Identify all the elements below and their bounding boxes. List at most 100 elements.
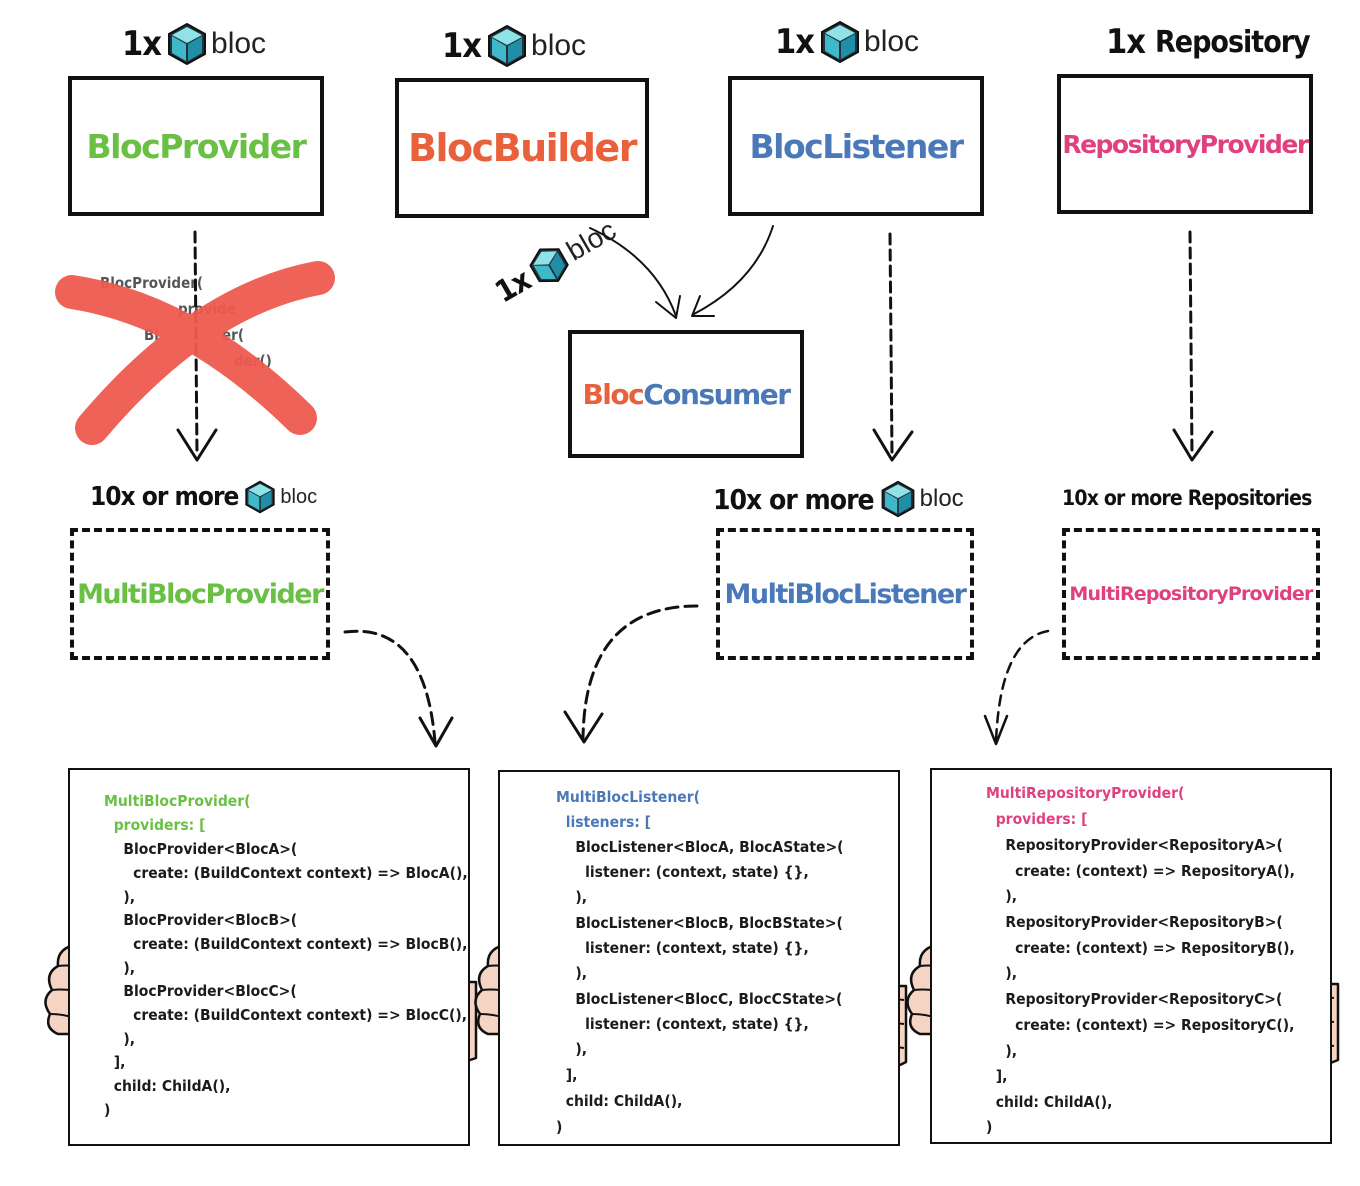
header-multi-repository-provider: 10x or more Repositories	[1062, 486, 1312, 510]
arrow-repository-provider-down	[1188, 230, 1194, 457]
arrowhead	[691, 295, 715, 317]
code-text: providers: [	[986, 810, 1088, 828]
bloc-builder-label: BlocBuilder	[408, 126, 637, 170]
header-count: 10x or more	[713, 482, 875, 516]
arrowhead	[563, 710, 604, 744]
bloc-consumer-label-part2: Consumer	[643, 377, 791, 411]
bloc-listener-label: BlocListener	[749, 126, 964, 166]
code-line: create: (context) => RepositoryC(),	[986, 1016, 1295, 1034]
header-word: bloc	[919, 485, 964, 512]
header-word: bloc	[280, 485, 318, 508]
code-line: providers: [	[986, 810, 1088, 828]
code-line: BlocProvider<BlocB>(	[104, 911, 298, 929]
repository-provider-label: RepositoryProvider	[1062, 129, 1309, 159]
header-bloc-provider: 1x bloc	[122, 22, 266, 66]
code-line: RepositoryProvider<RepositoryA>(	[986, 836, 1283, 854]
code-line: )	[556, 1118, 563, 1136]
header-count: 1x	[122, 24, 162, 64]
header-bloc-builder: 1x bloc	[442, 24, 586, 68]
bloc-consumer-label-part1: Bloc	[582, 377, 644, 411]
code-text: providers: [	[104, 816, 206, 834]
header-multi-bloc-provider: 10x or more bloc	[90, 480, 317, 514]
multi-bloc-listener-label: MultiBlocListener	[724, 578, 968, 610]
header-word: bloc	[864, 25, 920, 58]
arrow-listener-to-consumer	[693, 225, 774, 315]
multi-repository-provider-box: MultiRepositoryProvider	[1062, 528, 1320, 660]
code-line: BlocProvider<BlocC>(	[104, 982, 297, 1000]
header-count: 10x or more	[90, 482, 239, 512]
code-line: listener: (context, state) {},	[556, 939, 809, 957]
code-card-multi-repository-provider: MultiRepositoryProvider( providers: [ Re…	[930, 768, 1332, 1144]
arrowhead	[418, 716, 454, 748]
code-line: MultiRepositoryProvider(	[986, 784, 1185, 802]
code-line: create: (context) => RepositoryB(),	[986, 939, 1295, 957]
code-line: ],	[556, 1066, 578, 1084]
arrow-multi-bloc-provider-to-card	[343, 629, 437, 744]
header-count: 1x	[1106, 22, 1146, 62]
code-line: ),	[104, 1030, 136, 1048]
multi-bloc-provider-label: MultiBlocProvider	[77, 578, 324, 610]
arrow-multi-bloc-listener-to-card	[581, 604, 699, 740]
arrowhead	[1172, 428, 1214, 462]
header-count: 1x	[775, 22, 815, 62]
code-line: BlocListener<BlocA, BlocAState>(	[556, 838, 844, 856]
code-line: ),	[986, 964, 1018, 982]
header-count: 10x or more Repositories	[1062, 486, 1312, 510]
arrow-bloc-listener-down	[888, 232, 894, 457]
arrow-multi-repository-provider-to-card	[994, 629, 1050, 744]
code-line: )	[104, 1101, 111, 1119]
arrow-builder-to-consumer	[589, 227, 677, 317]
code-line: create: (BuildContext context) => BlocB(…	[104, 935, 468, 953]
code-card-multi-bloc-provider: MultiBlocProvider( providers: [ BlocProv…	[68, 768, 470, 1146]
code-line: create: (BuildContext context) => BlocA(…	[104, 864, 468, 882]
multi-bloc-provider-box: MultiBlocProvider	[70, 528, 330, 660]
red-cross-icon	[55, 261, 335, 445]
code-line: ),	[556, 1040, 588, 1058]
code-line: ),	[556, 888, 588, 906]
header-multi-bloc-listener: 10x or more bloc	[713, 480, 964, 518]
code-line: MultiBlocListener(	[556, 788, 701, 806]
code-line: child: ChildA(),	[556, 1092, 683, 1110]
header-word: bloc	[531, 29, 587, 62]
code-line: create: (context) => RepositoryA(),	[986, 862, 1295, 880]
code-line: listener: (context, state) {},	[556, 863, 809, 881]
repository-provider-box: RepositoryProvider	[1057, 74, 1313, 214]
multi-bloc-listener-box: MultiBlocListener	[716, 528, 974, 660]
arrowhead	[176, 428, 218, 462]
code-line: create: (BuildContext context) => BlocC(…	[104, 1006, 468, 1024]
code-line: BlocListener<BlocB, BlocBState>(	[556, 914, 843, 932]
header-repository-provider: 1x Repository	[1106, 22, 1311, 62]
code-line: ),	[556, 964, 588, 982]
header-word: Repository	[1155, 24, 1311, 60]
header-count: 1x	[442, 26, 482, 66]
arrowhead	[655, 295, 681, 319]
code-line: listeners: [	[556, 813, 651, 831]
code-line: )	[986, 1118, 993, 1136]
code-line: ],	[986, 1067, 1008, 1085]
code-line: child: ChildA(),	[104, 1077, 231, 1095]
header-bloc-listener: 1x bloc	[775, 20, 919, 64]
code-line: RepositoryProvider<RepositoryB>(	[986, 913, 1283, 931]
bloc-provider-box: BlocProvider	[68, 76, 324, 216]
code-line: ),	[104, 959, 136, 977]
arrowhead	[983, 714, 1009, 746]
code-line: listener: (context, state) {},	[556, 1015, 809, 1033]
code-line: RepositoryProvider<RepositoryC>(	[986, 990, 1283, 1008]
code-line: BlocProvider<BlocA>(	[104, 840, 298, 858]
multi-repository-provider-label: MultiRepositoryProvider	[1069, 583, 1313, 605]
bloc-builder-box: BlocBuilder	[395, 78, 649, 218]
header-word: bloc	[211, 27, 267, 60]
bloc-listener-box: BlocListener	[728, 76, 984, 216]
code-line: BlocListener<BlocC, BlocCState>(	[556, 990, 843, 1008]
bloc-provider-label: BlocProvider	[86, 126, 307, 166]
code-line: ],	[104, 1053, 126, 1071]
code-line: ),	[104, 888, 136, 906]
code-line: providers: [	[104, 816, 206, 834]
code-line: child: ChildA(),	[986, 1093, 1113, 1111]
code-text: listeners: [	[556, 813, 652, 831]
arrowhead	[872, 428, 914, 462]
code-line: MultiBlocProvider(	[104, 792, 251, 810]
code-card-multi-bloc-listener: MultiBlocListener( listeners: [ BlocList…	[498, 770, 900, 1146]
code-line: ),	[986, 1042, 1018, 1060]
